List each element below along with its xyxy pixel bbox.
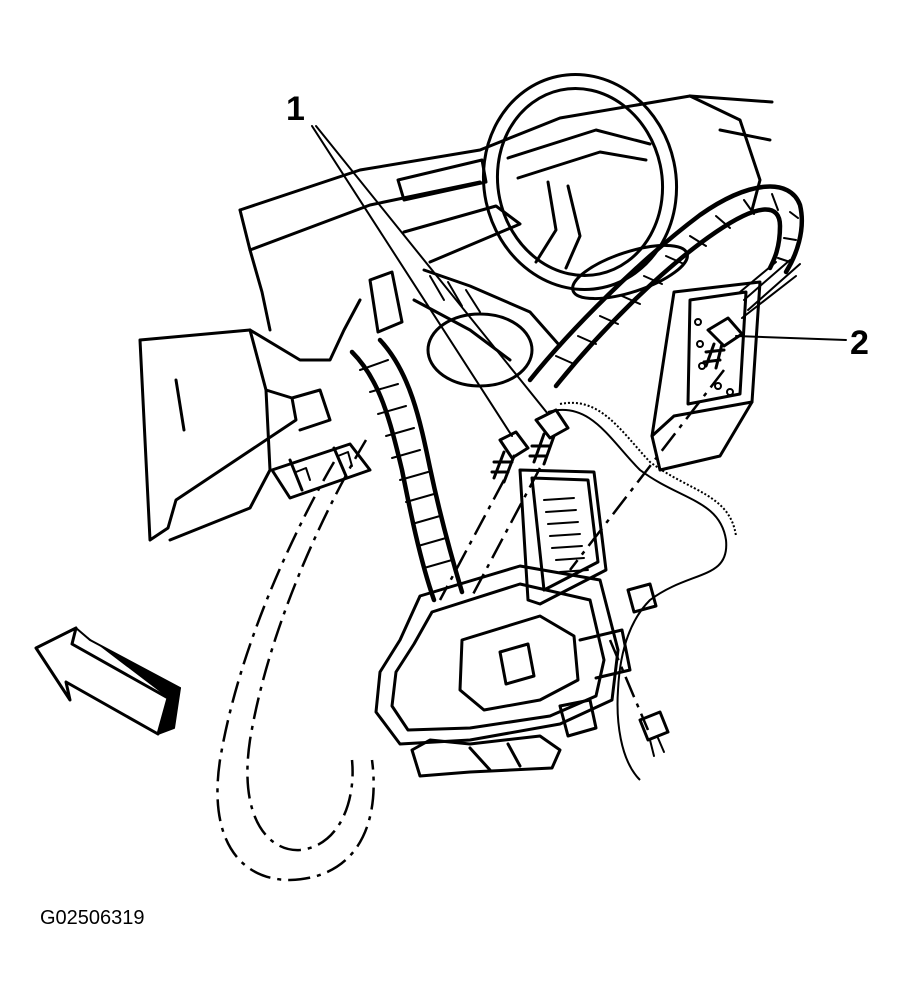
wiring-harness-upper bbox=[527, 184, 805, 389]
harness-connector bbox=[650, 259, 801, 472]
module-connector bbox=[518, 468, 608, 606]
cable-loop bbox=[216, 439, 375, 882]
coiled-wire bbox=[547, 401, 737, 781]
callout-label-1: 1 bbox=[286, 90, 305, 128]
figure-id: G02506319 bbox=[40, 907, 145, 929]
steering-wheel bbox=[426, 72, 689, 388]
alignment-lines bbox=[438, 369, 725, 731]
bolt-right bbox=[528, 408, 570, 466]
bolt-left bbox=[490, 430, 530, 484]
control-module bbox=[374, 564, 632, 778]
callout-leaders bbox=[311, 125, 847, 437]
dashboard-outline bbox=[138, 94, 774, 542]
wiring-harness-lower bbox=[349, 337, 465, 603]
mounting-bracket bbox=[270, 442, 372, 500]
direction-arrow-icon bbox=[34, 626, 181, 736]
callout-label-2: 2 bbox=[850, 324, 869, 362]
